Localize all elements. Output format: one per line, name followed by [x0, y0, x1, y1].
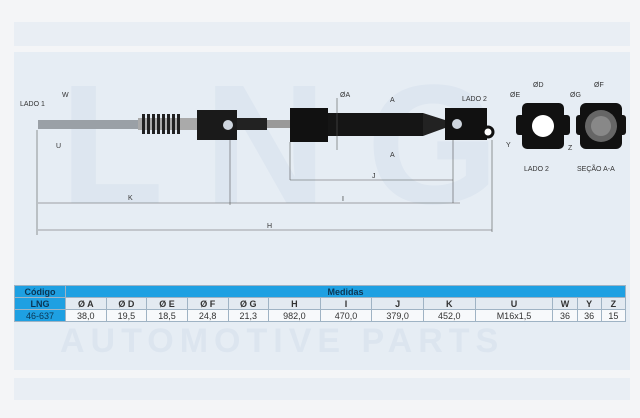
label-phi-f: ØF	[594, 82, 604, 89]
label-z: Z	[568, 145, 573, 152]
watermark-logo: LNG	[60, 50, 539, 240]
medidas-header: Medidas	[65, 285, 626, 298]
value-cell: 470,0	[319, 309, 373, 322]
value-cell: 982,0	[268, 309, 321, 322]
label-lado2: LADO 2	[462, 96, 487, 103]
column-header: Ø F	[186, 297, 229, 310]
codigo-header: Código	[14, 285, 66, 298]
label-i: I	[342, 196, 344, 203]
column-header: U	[474, 297, 554, 310]
column-header: Ø E	[146, 297, 188, 310]
column-header: Ø A	[65, 297, 107, 310]
value-cell: 18,5	[146, 309, 188, 322]
dimension-lines	[36, 98, 493, 235]
value-cell: 36	[552, 309, 578, 322]
value-cell: 21,3	[227, 309, 270, 322]
column-header: I	[319, 297, 373, 310]
label-section-a-bottom: A	[390, 152, 395, 159]
value-cell: 38,0	[65, 309, 107, 322]
label-u: U	[56, 143, 61, 150]
label-phi-e: ØE	[510, 92, 520, 99]
column-header: K	[422, 297, 476, 310]
value-cell: 15	[600, 309, 627, 322]
bottom-band	[14, 378, 630, 400]
brand-cell: LNG	[14, 297, 66, 310]
label-phi-d: ØD	[533, 82, 544, 89]
value-cell: M16x1,5	[474, 309, 554, 322]
code-cell: 46-637	[14, 309, 66, 322]
side-views	[516, 103, 626, 149]
top-band	[14, 22, 630, 46]
value-cell: 19,5	[105, 309, 148, 322]
label-y: Y	[506, 142, 511, 149]
label-j: J	[372, 173, 376, 180]
value-cell: 379,0	[371, 309, 424, 322]
column-header: Ø D	[105, 297, 148, 310]
label-phi-a: ØA	[340, 92, 350, 99]
label-section-a-top: A	[390, 97, 395, 104]
label-w: W	[62, 92, 69, 99]
column-header: Ø G	[227, 297, 270, 310]
value-cell: 452,0	[422, 309, 476, 322]
watermark-tagline: AUTOMOTIVE PARTS	[60, 322, 505, 360]
label-h: H	[267, 223, 272, 230]
column-header: J	[371, 297, 424, 310]
value-cell: 36	[576, 309, 602, 322]
column-header: H	[268, 297, 321, 310]
label-lado2-view: LADO 2	[524, 166, 549, 173]
column-header: Y	[576, 297, 602, 310]
label-k: K	[128, 195, 133, 202]
label-phi-g: ØG	[570, 92, 581, 99]
column-header: W	[552, 297, 578, 310]
shaft	[38, 108, 495, 142]
column-header: Z	[600, 297, 627, 310]
label-secao: SEÇÃO A-A	[577, 164, 615, 173]
label-lado1: LADO 1	[20, 101, 45, 108]
value-cell: 24,8	[186, 309, 229, 322]
